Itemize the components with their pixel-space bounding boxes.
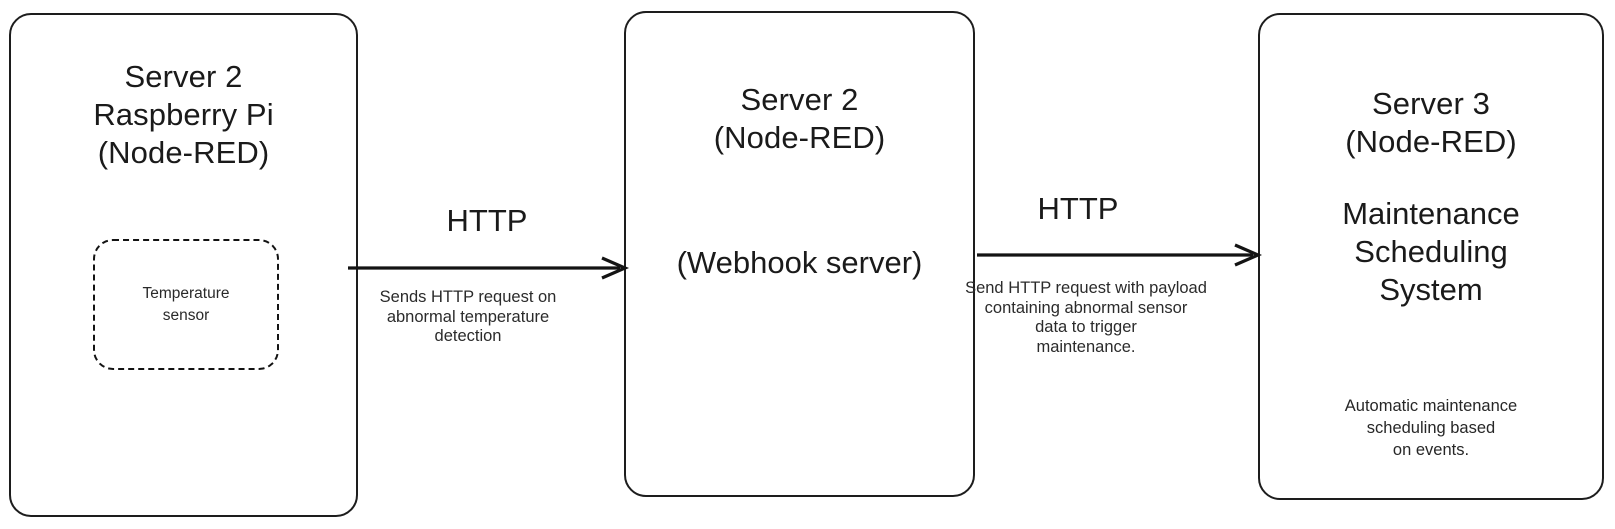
edge-label-http-1: HTTP bbox=[446, 203, 528, 238]
node-subtitle: (Webhook server) bbox=[676, 245, 923, 280]
node-title: Server 3 (Node-RED) bbox=[1345, 86, 1517, 159]
node-title: Server 2 Raspberry Pi (Node-RED) bbox=[93, 59, 274, 170]
edge-label-http-2: HTTP bbox=[1037, 191, 1119, 226]
node-server2-raspberry-pi[interactable]: Server 2 Raspberry Pi (Node-RED) Tempera… bbox=[9, 13, 358, 517]
edge-caption-2: Send HTTP request with payload containin… bbox=[965, 279, 1207, 356]
node-title: Server 2 (Node-RED) bbox=[713, 82, 886, 155]
node-temperature-sensor[interactable]: Temperature sensor bbox=[93, 239, 279, 370]
node-server3-maintenance[interactable]: Server 3 (Node-RED) Maintenance Scheduli… bbox=[1258, 13, 1604, 500]
arrowhead-icon bbox=[601, 256, 630, 280]
edge-pi-to-webhook bbox=[348, 255, 630, 283]
arrowhead-icon bbox=[1234, 243, 1263, 267]
node-server2-webhook[interactable]: Server 2 (Node-RED) (Webhook server) bbox=[624, 11, 975, 497]
edge-webhook-to-maintenance bbox=[977, 242, 1263, 270]
node-subtitle: Maintenance Scheduling System bbox=[1342, 196, 1520, 307]
node-note: Automatic maintenance scheduling based o… bbox=[1344, 397, 1518, 459]
temperature-sensor-label: Temperature sensor bbox=[142, 285, 230, 324]
edge-caption-1: Sends HTTP request on abnormal temperatu… bbox=[379, 288, 557, 345]
